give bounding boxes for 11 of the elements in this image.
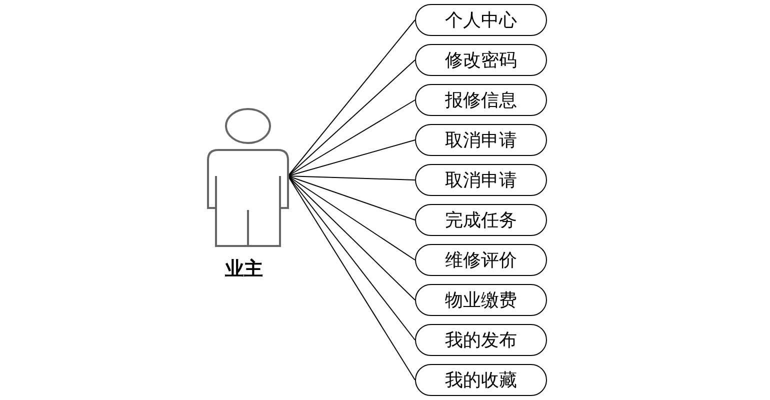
connector-line [288, 140, 416, 176]
connector-line [288, 176, 416, 220]
connector-line [288, 176, 416, 260]
connector-line [288, 60, 416, 176]
connector-line [288, 176, 416, 340]
connector-line [288, 100, 416, 176]
connector-line [288, 176, 416, 300]
connector-line [288, 20, 416, 176]
connector-line [288, 176, 416, 380]
actor-label: 业主 [225, 257, 263, 282]
connector-line [288, 176, 416, 180]
